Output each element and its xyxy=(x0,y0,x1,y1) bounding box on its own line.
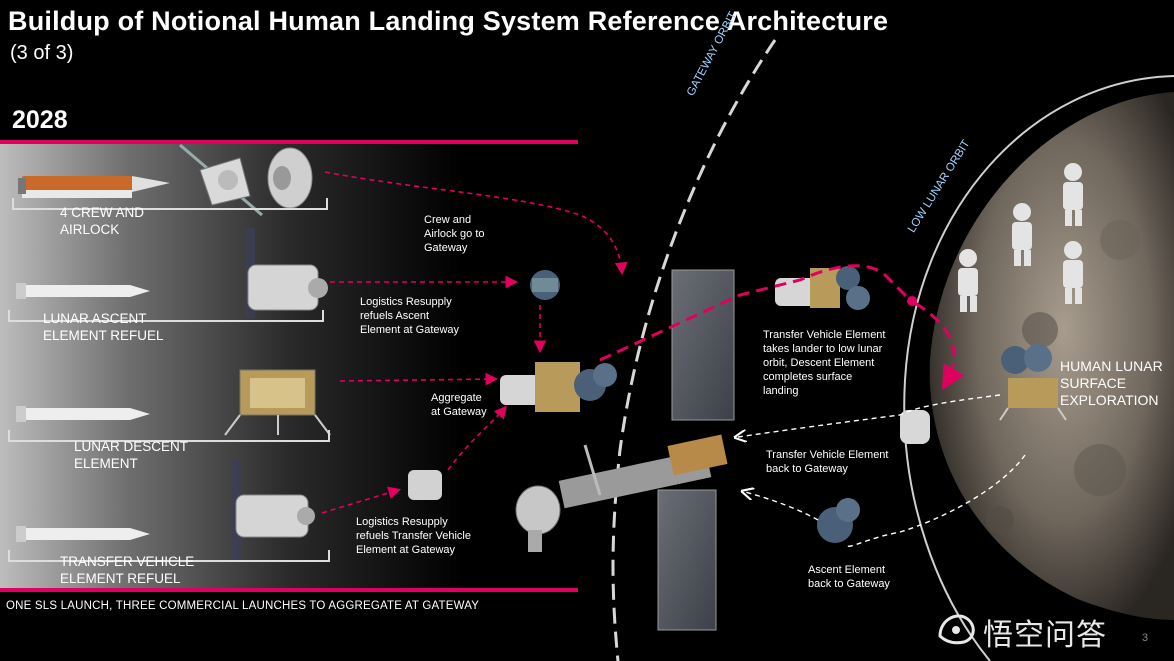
panel-bottom-rule xyxy=(0,588,578,592)
row-bracket xyxy=(8,310,324,322)
logistics-module-icon xyxy=(232,460,315,560)
low-lunar-orbit-arc xyxy=(903,75,1174,661)
footer-caption: ONE SLS LAUNCH, THREE COMMERCIAL LAUNCHE… xyxy=(6,600,480,612)
moon-icon xyxy=(929,92,1174,620)
rocket-icon xyxy=(16,406,150,422)
astronaut-icon xyxy=(1012,203,1032,266)
flow-logistics-to-aggregate xyxy=(447,405,508,471)
gateway-station-icon xyxy=(515,269,735,631)
flow-descent-to-aggregate xyxy=(339,372,499,386)
orion-capsule-icon xyxy=(179,143,263,217)
flow-ascent-back xyxy=(745,492,819,521)
rocket-icon xyxy=(16,283,150,299)
lander-icon xyxy=(224,369,331,436)
flow-transfer-refuel xyxy=(321,486,402,514)
logistics-module-icon xyxy=(245,228,328,318)
row-bracket xyxy=(8,430,330,442)
ascent-element-icon xyxy=(817,498,860,543)
year-label: 2028 xyxy=(12,106,68,134)
flow-llo-to-surface xyxy=(914,301,965,391)
gateway-orbit-arc xyxy=(611,39,777,661)
astronaut-icon xyxy=(1063,163,1083,226)
aggregated-lander-icon xyxy=(500,362,617,412)
sls-rocket-icon xyxy=(18,176,170,198)
surface-lander-icon xyxy=(999,344,1067,421)
airlock-module-icon xyxy=(267,147,313,209)
watermark-text: 悟空问答 xyxy=(983,619,1107,652)
page-number: 3 xyxy=(1142,632,1149,644)
watermark-logo-icon xyxy=(938,614,975,645)
row-bracket xyxy=(8,550,330,562)
astronaut-icon xyxy=(958,249,978,312)
logistics-pod-icon xyxy=(408,470,442,500)
page-subtitle: (3 of 3) xyxy=(10,42,74,64)
row-bracket xyxy=(12,198,328,210)
astronaut-icon xyxy=(1063,241,1083,304)
transfer-vehicle-pod-icon xyxy=(900,410,930,444)
panel-top-rule xyxy=(0,140,578,144)
ascent-element-icon xyxy=(530,270,560,300)
flow-transfer-back xyxy=(738,394,1001,437)
page-title: Buildup of Notional Human Landing System… xyxy=(8,6,889,36)
flow-lander-to-llo xyxy=(599,264,912,362)
rocket-icon xyxy=(16,526,150,542)
llo-node-marker xyxy=(907,296,917,306)
